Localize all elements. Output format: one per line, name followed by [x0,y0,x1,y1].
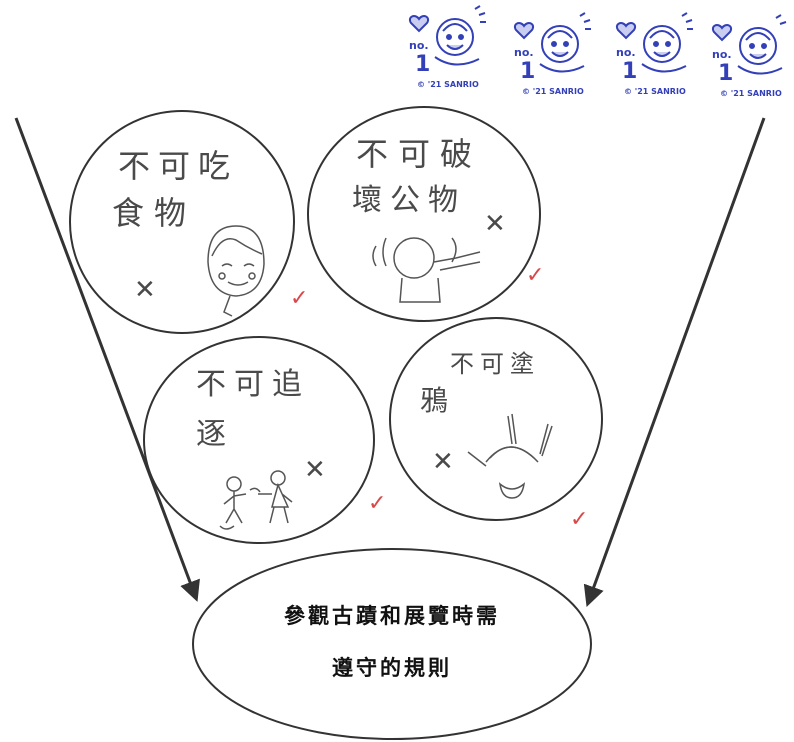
stamp-number: 1 [415,52,430,77]
stamp-no-label: no. [409,39,429,52]
stamp-row: no. 1 © '21 SANRIO no. 1 © '21 SANRIO [409,5,787,98]
rule-text-line1: 不可塗 [450,350,540,378]
stamp-copyright: © '21 SANRIO [720,89,782,98]
girl-face-drawing [207,225,265,317]
rule-text-line1: 不可破 [356,135,482,173]
rule-circle-no-graffiti: 不可塗 鴉 ✕ ✓ [389,317,603,532]
stamp-no-label: no. [514,46,534,59]
stamp-character-icon [409,5,486,66]
stamp-character-icon [712,14,787,75]
check-mark: ✓ [570,507,588,532]
rule-text-line2: 逐 [196,417,226,452]
rule-circle-no-chasing: 不可追 逐 ✕ ✓ [143,336,386,544]
cross-mark: ✕ [304,455,326,485]
sanrio-stamp: no. 1 © '21 SANRIO [712,14,787,98]
summary-bubble: 參觀古蹟和展覽時需 遵守的規則 [192,548,592,740]
children-chasing-drawing [219,470,293,530]
cross-mark: ✕ [134,275,156,305]
stamp-character-icon [514,12,591,73]
rule-text-line2: 壞公物 [352,183,466,218]
rule-text-line1: 不可吃 [118,147,238,185]
cross-mark: ✕ [432,447,454,477]
stamp-no-label: no. [712,48,732,61]
check-mark: ✓ [290,286,308,311]
cross-mark: ✕ [484,209,506,239]
stamp-number: 1 [718,61,733,86]
summary-line1: 參觀古蹟和展覽時需 [284,603,500,628]
sanrio-stamp: no. 1 © '21 SANRIO [616,12,693,96]
rule-text-line2: 鴉 [420,384,448,417]
graffiti-drawing [467,413,553,499]
check-mark: ✓ [368,491,386,516]
rule-circle-no-eating: 不可吃 食物 ✕ ✓ [69,110,308,334]
sanrio-stamp: no. 1 © '21 SANRIO [409,5,486,89]
stamp-character-icon [616,12,693,73]
stamp-copyright: © '21 SANRIO [624,87,686,96]
stamp-no-label: no. [616,46,636,59]
sanrio-stamp: no. 1 © '21 SANRIO [514,12,591,96]
stamp-copyright: © '21 SANRIO [417,80,479,89]
stamp-number: 1 [622,59,637,84]
rule-text-line2: 食物 [112,194,196,232]
check-mark: ✓ [526,263,544,288]
stamp-copyright: © '21 SANRIO [522,87,584,96]
person-damaging-drawing [372,237,481,303]
left-arrow [14,117,200,602]
rule-text-line1: 不可追 [196,367,310,402]
rule-circle-no-damaging-property: 不可破 壞公物 ✕ ✓ [307,106,544,322]
stamp-number: 1 [520,59,535,84]
right-arrow [583,117,766,607]
summary-line2: 遵守的規則 [332,655,452,680]
